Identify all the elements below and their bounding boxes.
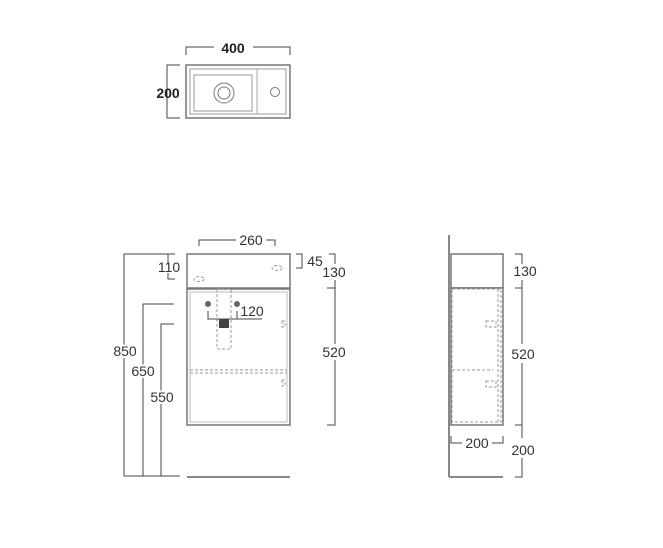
total-height-label: 850 — [113, 343, 137, 359]
side-slab — [450, 253, 504, 289]
side-cabinet-height-label: 520 — [511, 346, 535, 362]
valve-spacing-label: 120 — [240, 303, 264, 319]
side-cabinet — [450, 287, 504, 426]
basin-outline — [185, 64, 291, 119]
top-width-label: 400 — [221, 40, 245, 56]
waste-trap-icon — [219, 319, 229, 328]
basin-width-label: 260 — [239, 232, 263, 248]
depth-dimension-line — [166, 64, 180, 119]
drain-outer-icon — [213, 82, 235, 104]
top-depth-label: 200 — [156, 85, 180, 101]
side-slab-height-label: 130 — [513, 263, 537, 279]
basin-bowl — [193, 74, 253, 112]
waste-height-dim — [142, 303, 174, 476]
valve-spacing-dim — [207, 311, 262, 320]
side-view: 200 130 520 200 — [448, 235, 537, 478]
drain-inner-icon — [217, 86, 231, 100]
supply-height-label: 550 — [150, 389, 174, 405]
tap-offset-label: 45 — [307, 253, 323, 269]
basin-width-dim — [198, 239, 276, 246]
tap-hole-icon — [270, 87, 280, 97]
hinge-icon — [485, 380, 497, 388]
side-depth-dim — [450, 436, 504, 444]
cabinet-door — [189, 291, 288, 423]
tap-offset-dim — [296, 253, 303, 269]
slab-height-label: 130 — [322, 264, 346, 280]
supply-valve-right-icon — [234, 301, 240, 307]
top-view: 400 200 — [156, 40, 291, 119]
side-depth-label: 200 — [465, 435, 489, 451]
overflow-icon — [193, 276, 205, 282]
slab-offset-label: 110 — [158, 259, 181, 275]
width-dimension-line — [185, 46, 291, 55]
cabinet-body — [186, 288, 291, 426]
hinge-icon — [485, 320, 497, 328]
supply-valve-left-icon — [205, 301, 211, 307]
side-height-dims — [515, 253, 523, 478]
cabinet-height-label: 520 — [322, 344, 346, 360]
hinge-icon — [281, 320, 286, 328]
waste-height-label: 650 — [131, 363, 155, 379]
basin-slab — [186, 253, 291, 289]
basin-rim — [189, 68, 287, 115]
right-height-dims — [327, 253, 336, 426]
supply-height-dim — [160, 323, 174, 476]
hinge-icon — [281, 379, 286, 387]
floor-clearance-label: 200 — [511, 442, 535, 458]
total-height-dim — [123, 253, 180, 477]
tap-hole-hidden-icon — [271, 265, 283, 271]
front-view: 260 120 110 850 650 550 45 130 520 — [111, 232, 346, 478]
side-hidden-outline — [451, 288, 502, 423]
